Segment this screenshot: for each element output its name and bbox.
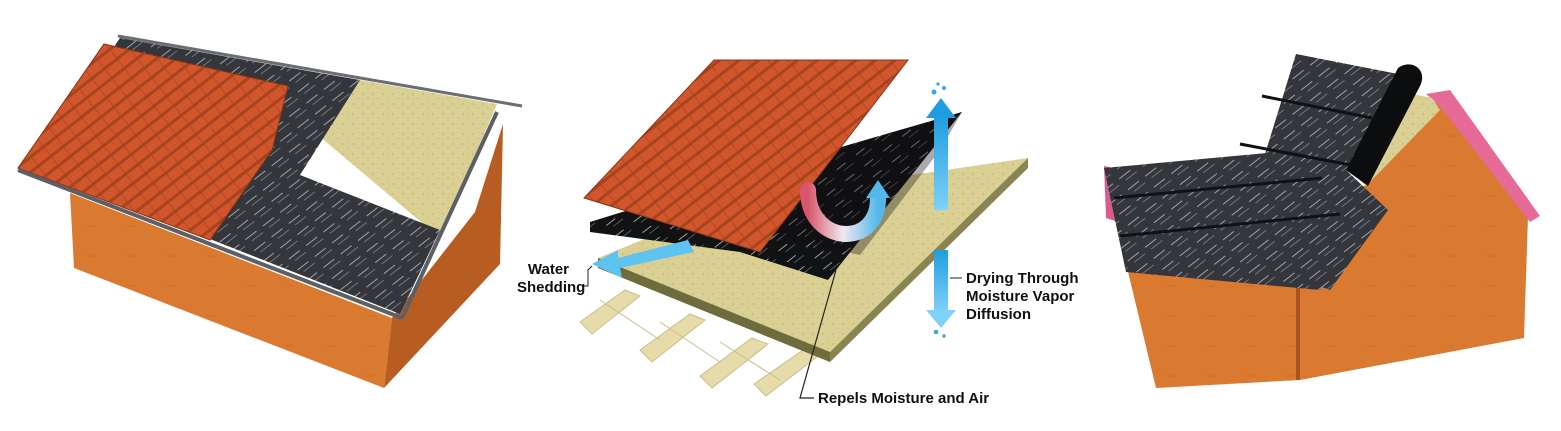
water-shedding-line1: Water (527, 261, 569, 278)
truss-3 (699, 337, 770, 389)
truss-web-1 (599, 299, 661, 341)
right-house (1104, 54, 1540, 388)
left-eave-edge (17, 168, 403, 320)
trusses (579, 289, 827, 397)
truss-web-3 (719, 341, 781, 381)
left-deck-step (345, 98, 476, 186)
water-shedding-label: Water Shedding (517, 261, 586, 297)
right-gable-shade (1296, 262, 1300, 380)
vapor-down-head (926, 310, 956, 328)
underlayment-seams (1113, 94, 1373, 238)
water-leader-line (584, 265, 593, 287)
peel-back-roll (1346, 64, 1423, 186)
water-shedding-arrow (592, 240, 694, 278)
vapor-droplets-bottom (933, 329, 946, 338)
left-clay-tile (17, 43, 289, 241)
water-shedding-line2: Shedding (517, 279, 586, 296)
vapor-curl-arrow (800, 182, 887, 242)
left-ridge-edge (117, 34, 523, 108)
truss-1 (579, 289, 641, 335)
drying-line1: Drying Through (966, 270, 1079, 287)
middle-clay-tile (583, 59, 910, 253)
vapor-droplets-top (931, 82, 946, 95)
drying-line3: Diffusion (966, 306, 1031, 323)
repels-label: Repels Moisture and Air (818, 390, 990, 407)
middle-section (579, 59, 1028, 399)
left-house (17, 34, 523, 388)
middle-deck-side (830, 158, 1028, 362)
middle-deck-edge (598, 258, 830, 362)
truss-2 (639, 313, 706, 363)
drying-line2: Moisture Vapor (966, 288, 1075, 305)
vapor-down-shaft (934, 250, 948, 312)
left-roof-deck (120, 38, 497, 238)
left-rake-edge (400, 111, 499, 319)
vapor-curl-head (866, 180, 890, 198)
left-gable-wall (384, 124, 503, 388)
right-pink-barrier (1426, 90, 1540, 222)
right-wing-underlayment (1104, 150, 1360, 290)
truss-web-2 (659, 321, 721, 363)
vapor-up-head (926, 98, 956, 118)
drying-label: Drying Through Moisture Vapor Diffusion (966, 270, 1116, 324)
right-gable-wall (1300, 96, 1528, 380)
repels-leader-line (799, 269, 837, 399)
vapor-up-shaft (934, 116, 948, 210)
left-front-wall (70, 193, 392, 388)
